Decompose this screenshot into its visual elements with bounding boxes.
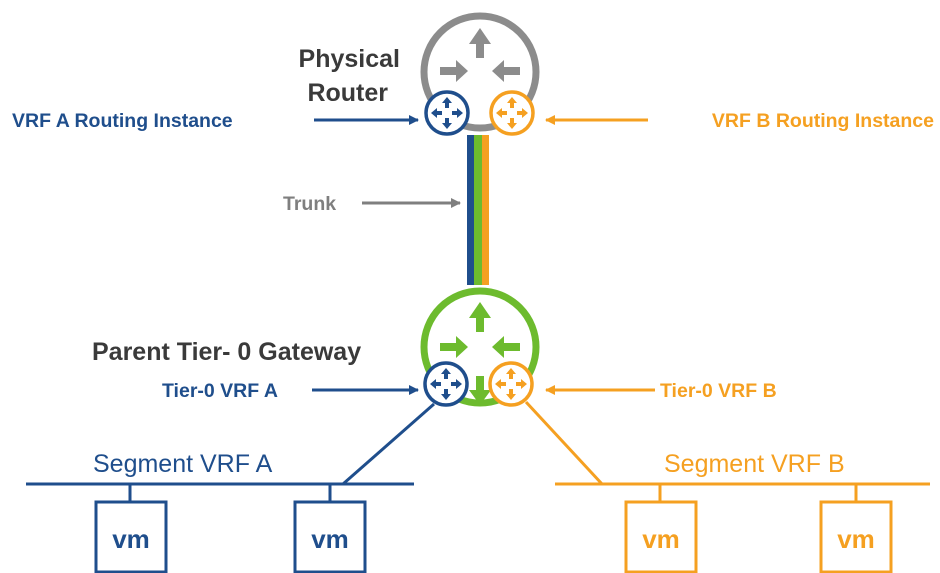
- vm-icon: [94, 500, 168, 573]
- vm-icon: [819, 500, 893, 573]
- vrf-a-instance-label: VRF A Routing Instance: [12, 110, 233, 132]
- tier0-gateway-title: Parent Tier- 0 Gateway: [92, 338, 361, 366]
- vm-label: vm: [837, 524, 875, 554]
- trunk-stripe-vrf-b: [482, 135, 489, 285]
- trunk-stripe-vrf-a: [467, 135, 474, 285]
- physical-router-title-line1: Physical: [299, 45, 400, 73]
- vm-label: vm: [311, 524, 349, 554]
- vrf-b-router-icon: [489, 90, 535, 136]
- tier0-vrf-a-label: Tier-0 VRF A: [162, 380, 278, 402]
- vm-label: vm: [112, 524, 150, 554]
- segment-vrf-a: [26, 482, 414, 573]
- vrf-b-instance-label: VRF B Routing Instance: [712, 110, 934, 132]
- trunk-link: [467, 135, 489, 285]
- link-vrf-a-to-segment: [342, 402, 435, 486]
- segment-vrf-a-label: Segment VRF A: [93, 450, 273, 478]
- vm-icon: [624, 500, 698, 573]
- link-vrf-b-to-segment: [524, 400, 604, 486]
- tier0-vrf-b-router-icon: [488, 361, 534, 407]
- trunk-label: Trunk: [283, 193, 336, 215]
- vm-icon: [293, 500, 367, 573]
- tier0-vrf-b-label: Tier-0 VRF B: [660, 380, 777, 402]
- trunk-stripe-tier0: [474, 135, 482, 285]
- physical-router-title-line2: Router: [307, 79, 388, 107]
- segment-vrf-b-label: Segment VRF B: [664, 450, 845, 478]
- vrf-a-router-icon: [424, 90, 470, 136]
- segment-vrf-b: [555, 482, 930, 573]
- vm-label: vm: [642, 524, 680, 554]
- tier0-vrf-a-router-icon: [423, 361, 469, 407]
